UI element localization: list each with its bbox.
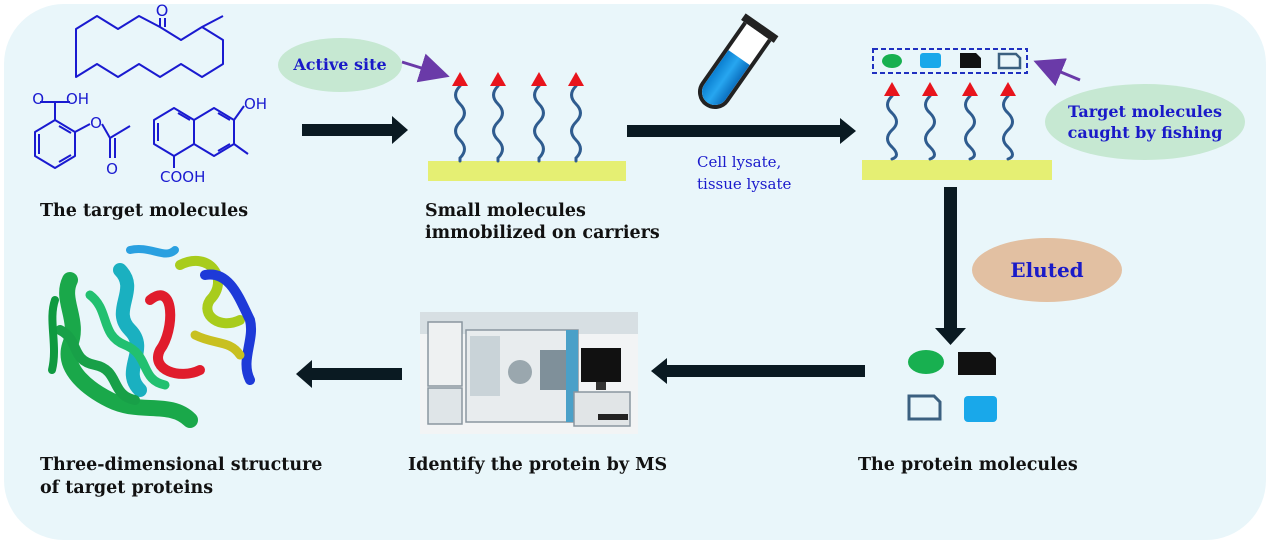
- lysate-label-line1: Cell lysate,: [697, 153, 782, 171]
- protein-black: [958, 352, 996, 375]
- captured-blue-protein: [920, 53, 941, 68]
- eluted-label: Eluted: [1010, 258, 1084, 282]
- aspirin-structure: [34, 101, 131, 169]
- active-site-triangles-right: [884, 82, 1016, 96]
- carrier-bar-left: [428, 161, 626, 181]
- caught-label-line2: caught by fishing: [1067, 123, 1223, 142]
- protein-green: [908, 350, 944, 374]
- ketone-oxygen-label: O: [156, 1, 169, 20]
- arrow-right-1: [302, 116, 408, 144]
- naphthol-oh-label: OH: [244, 95, 267, 113]
- cooh-label: COOH: [160, 168, 205, 186]
- active-site-pointer: [401, 53, 450, 83]
- active-site-label: Active site: [293, 55, 387, 74]
- protein-blue: [964, 396, 997, 422]
- captured-black-protein: [960, 53, 981, 68]
- carrier-bar-right: [862, 160, 1052, 180]
- ester-oxygen-label: O: [90, 114, 102, 132]
- arrow-left-2: [296, 360, 402, 388]
- test-tube-icon: [698, 13, 779, 109]
- naphthoic-acid-structure: [153, 105, 249, 168]
- active-site-triangles-left: [452, 72, 584, 86]
- arrow-right-2: [627, 118, 856, 144]
- caught-pointer: [1033, 58, 1081, 87]
- protein-outline: [907, 394, 942, 421]
- captured-targets-box: [872, 48, 1028, 74]
- identify-protein-label: Identify the protein by MS: [408, 455, 668, 475]
- aspirin-oxygen-label: O: [32, 90, 44, 108]
- captured-outline-protein: [997, 52, 1022, 70]
- structure-label-line2: of target proteins: [40, 478, 214, 498]
- ester-carbonyl-label: O: [106, 160, 118, 178]
- eluted-ellipse: Eluted: [972, 238, 1122, 302]
- active-site-ellipse: Active site: [278, 38, 402, 92]
- captured-green-protein: [882, 54, 902, 68]
- protein-ribbon-icon: [48, 244, 256, 428]
- structure-label-line1: Three-dimensional structure: [40, 455, 323, 475]
- small-molecules-label-line1: Small molecules: [425, 201, 586, 221]
- target-molecules-label: The target molecules: [40, 201, 249, 221]
- caught-by-fishing-ellipse: Target molecules caught by fishing: [1045, 84, 1245, 160]
- wavy-chains-left: [454, 84, 582, 163]
- small-molecules-label-line2: immobilized on carriers: [425, 223, 660, 243]
- aspirin-oh-label: OH: [66, 90, 89, 108]
- protein-molecules-label: The protein molecules: [858, 455, 1078, 475]
- arrow-down: [935, 187, 966, 345]
- caught-label-line1: Target molecules: [1068, 102, 1222, 121]
- macrocycle-ketone-structure: [75, 15, 224, 78]
- lysate-label-line2: tissue lysate: [697, 175, 792, 193]
- arrow-left-1: [651, 358, 865, 384]
- mass-spectrometer-icon: [420, 312, 638, 434]
- wavy-chains-right: [886, 94, 1014, 161]
